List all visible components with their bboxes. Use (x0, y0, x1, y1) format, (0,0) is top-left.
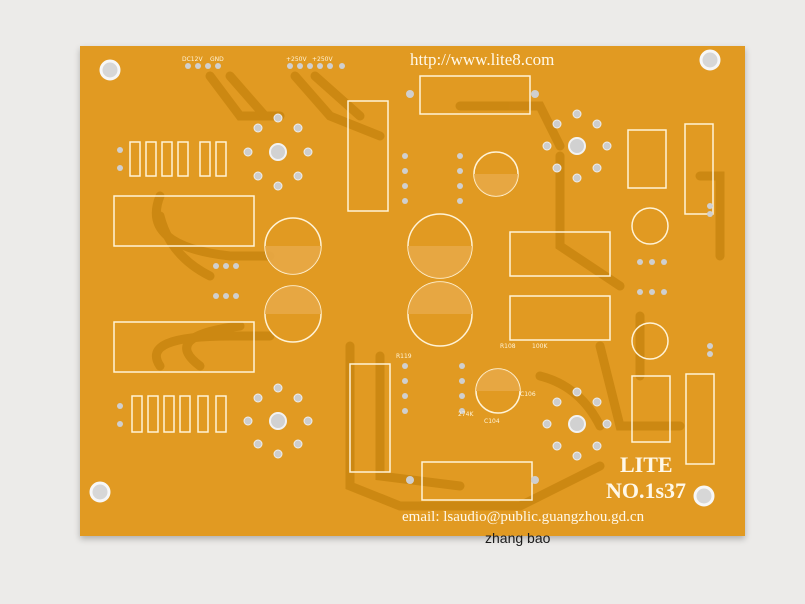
pcb-artwork (89, 49, 725, 511)
board-url: http://www.lite8.com (410, 50, 555, 69)
pcb-board: http://www.lite8.com LITE NO.1s37 email:… (80, 46, 745, 536)
label-c106: C106 (520, 391, 536, 398)
capacitor-hatching (265, 174, 520, 391)
photo-caption: zhang bao (485, 530, 551, 546)
label-274k: 274K (458, 411, 474, 418)
tube-sockets (269, 137, 586, 433)
board-email: email: lsaudio@public.guangzhou.gd.cn (402, 509, 645, 525)
label-r108: R108 (500, 343, 516, 350)
board-title: LITE (620, 452, 673, 477)
label-250v-a: +250V (286, 56, 307, 63)
label-gnd: GND (210, 56, 224, 63)
label-c104: C104 (484, 418, 500, 425)
mounting-holes (89, 49, 721, 507)
board-model: NO.1s37 (606, 478, 687, 503)
label-250v-b: +250V (312, 56, 333, 63)
component-pads (117, 63, 713, 484)
label-r119: R119 (396, 353, 412, 360)
silkscreen-outlines (113, 75, 715, 501)
label-dc12v: DC12V (182, 56, 203, 63)
label-100k: 100K (532, 343, 548, 350)
socket-pins (243, 109, 612, 461)
